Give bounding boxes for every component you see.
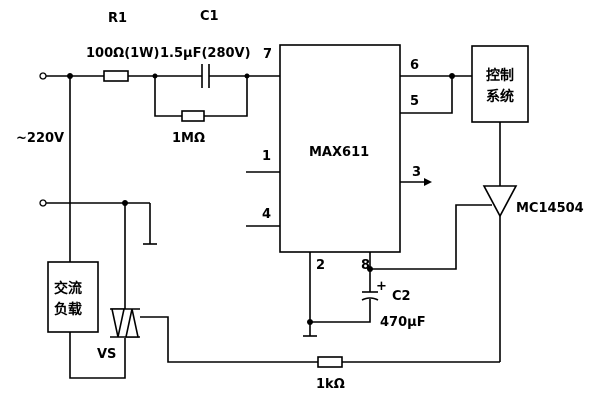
terminal-bottom [39,199,47,207]
c2-plus-label: + [376,279,387,294]
resistor-1k [317,356,343,368]
pin7-label: 7 [263,47,272,62]
pin6-label: 6 [410,58,419,73]
wire-pin5 [400,76,453,114]
r2-value-label: 1MΩ [172,131,205,146]
c2-label: C2 [392,289,411,304]
c1-label: C1 [200,9,219,24]
ac-load-box [47,261,99,333]
triac-label: VS [97,347,116,362]
control-system-box [471,45,529,123]
r3-value-label: 1kΩ [316,377,345,392]
triac-diode-right [125,308,139,338]
wire-r2-right [204,76,248,117]
r1-value-label: 100Ω(1W) [86,46,159,61]
resistor-r1 [103,70,129,82]
wire-gate [140,316,318,363]
pin5-label: 5 [410,94,419,109]
ic-label: MAX611 [309,145,369,160]
pin2-label: 2 [316,258,325,273]
wire-r2-left [154,76,182,117]
supply-label: ~220V [16,131,64,146]
buffer-label: MC14504 [516,201,584,216]
r1-label: R1 [108,11,127,26]
wire-buffer-pin8 [370,204,492,270]
c2-value-label: 470μF [380,315,426,330]
wire-c2-ground [310,299,371,323]
triac-diode-left [111,308,125,338]
terminal-top [39,72,47,80]
load-label-line1: 交流 [54,280,82,297]
pin8-label: 8 [361,258,370,273]
arrow-right-icon [424,178,432,186]
capacitor-c2-plate-bottom [361,297,379,301]
pin3-label: 3 [412,165,421,180]
wire-load-triac [69,332,126,379]
control-label-line1: 控制 [486,67,514,84]
buffer-triangle [482,185,518,218]
control-label-line2: 系统 [486,88,514,105]
pin4-label: 4 [262,207,271,222]
ic-max611 [279,44,401,253]
load-label-line2: 负载 [54,301,82,318]
c1-value-label: 1.5μF(280V) [160,46,251,61]
resistor-1m [181,110,205,122]
pin1-label: 1 [262,149,271,164]
